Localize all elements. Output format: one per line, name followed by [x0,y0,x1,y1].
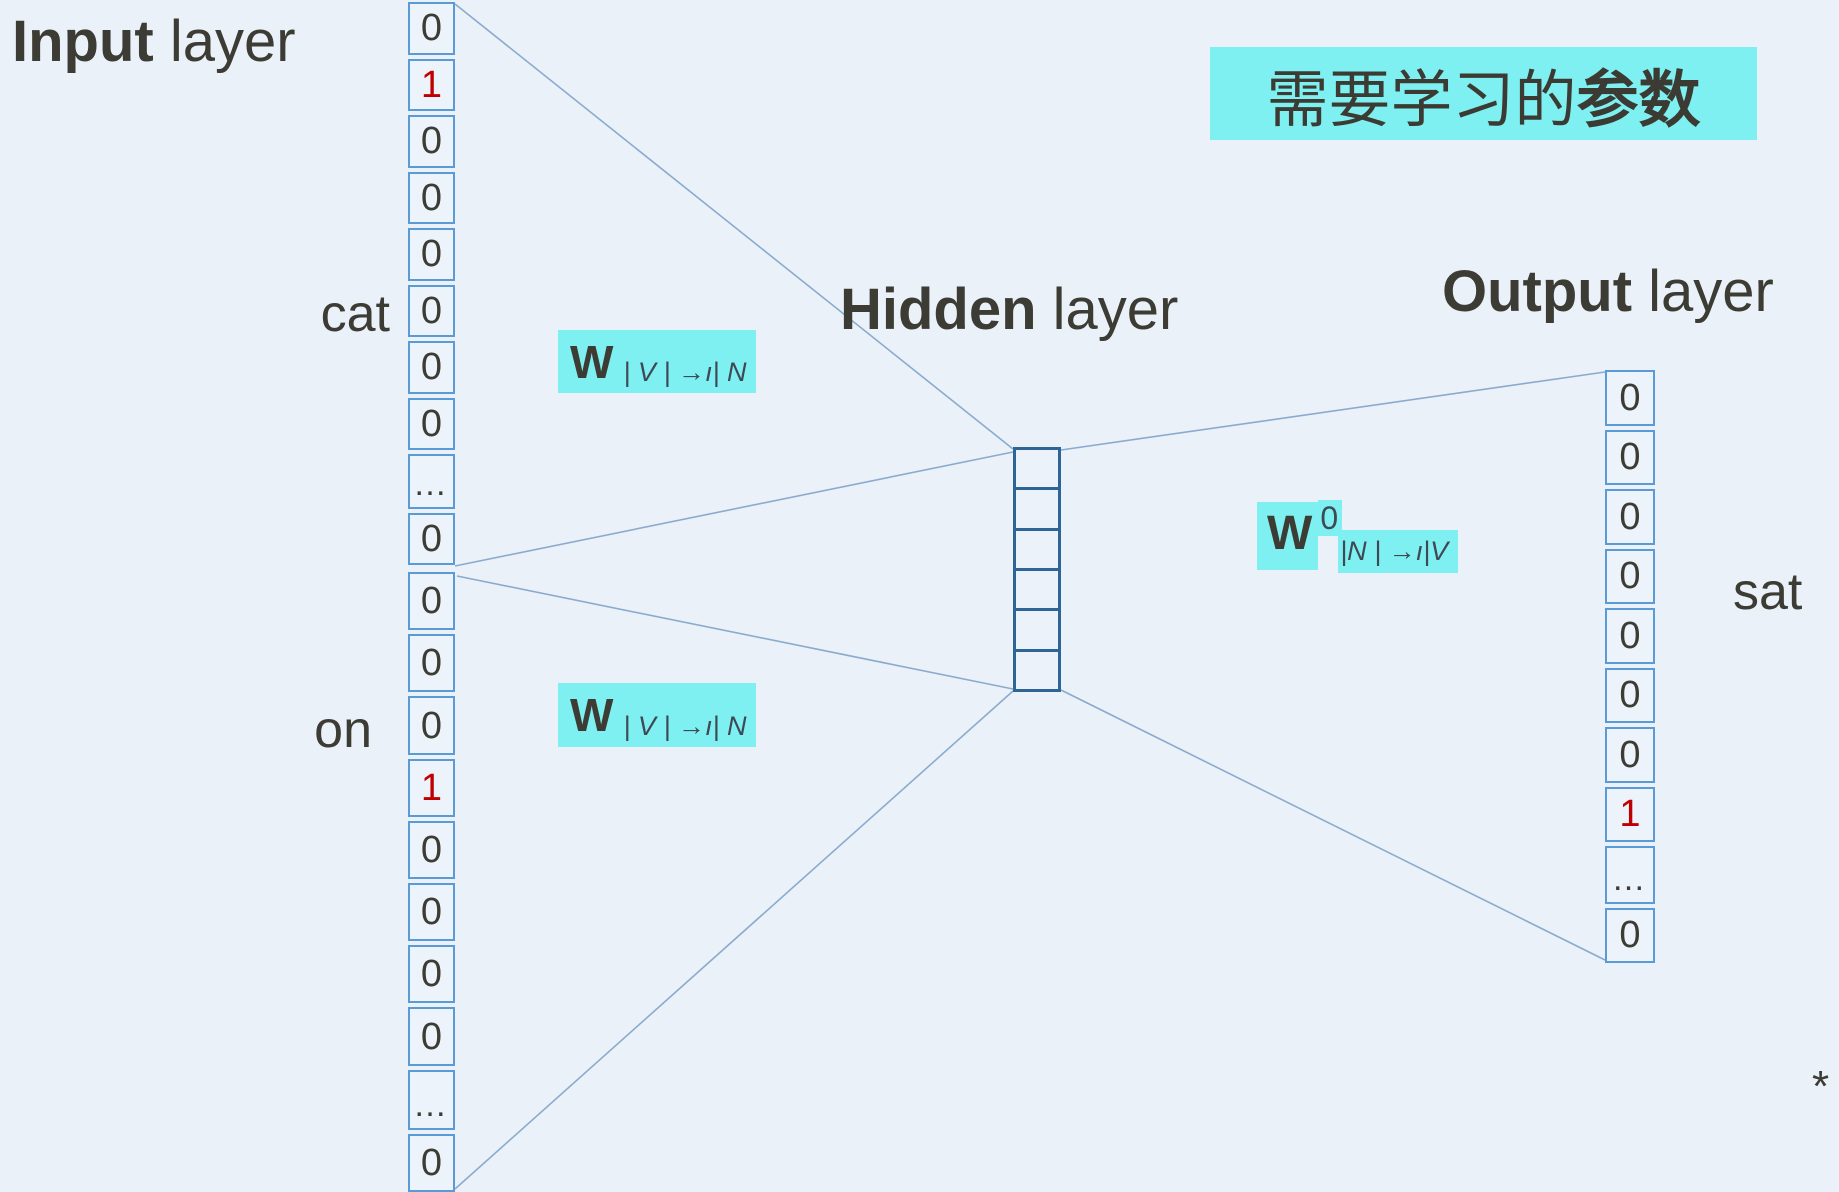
vector-cell: 1 [1605,786,1655,842]
vector-cell: 0 [1605,489,1655,545]
vector-cell: 0 [408,512,455,565]
weight-w-symbol: W [570,689,614,741]
output-layer-title-rest: layer [1632,259,1774,324]
banner-text-bold: 参数 [1576,65,1701,135]
input-layer-title: Input layer [12,8,296,75]
hidden-layer-vector [1013,447,1061,692]
vector-cell: 0 [1605,370,1655,426]
vector-cell: 0 [1605,548,1655,604]
vector-cell: 0 [408,341,455,394]
word-label-on: on [314,701,372,759]
vector-cell: 0 [408,945,455,1004]
vector-cell: 0 [408,820,455,880]
vector-cell: … [408,1069,455,1130]
vector-cell: 1 [408,758,455,817]
hidden-layer-title: Hidden layer [840,276,1178,343]
vector-cell [1013,608,1061,652]
vector-cell: 1 [408,58,455,111]
hidden-layer-title-rest: layer [1036,277,1179,342]
vector-cell: 0 [408,115,455,168]
vector-cell: 0 [408,696,455,755]
input-layer-title-rest: layer [153,9,296,74]
vector-cell: 0 [1605,667,1655,723]
vector-cell [1013,567,1061,612]
vector-cell: 0 [408,171,455,224]
banner-text: 需要学习的 [1266,65,1577,135]
vector-cell: … [1605,846,1655,904]
word-label-cat: cat [320,285,390,343]
weight-w-subscript: | V | →ı| N [623,357,747,387]
vector-cell [1013,648,1061,692]
input-layer-title-bold: Input [12,9,154,74]
weight-w-prime-subscript: |N | →ı|V [1338,530,1459,573]
vector-cell: 0 [1605,727,1655,783]
vector-cell: … [408,454,455,509]
vector-cell: 0 [408,228,455,281]
vector-cell: 0 [408,1133,455,1192]
parameters-banner: 需要学习的参数 [1210,47,1757,140]
output-layer-title-bold: Output [1442,259,1633,324]
weight-matrix-label-output: W 0 |N | →ı|V [1257,500,1459,573]
output-layer-title: Output layer [1442,258,1774,325]
hidden-layer-title-bold: Hidden [840,277,1037,342]
vector-cell: 0 [408,883,455,942]
vector-cell: 0 [408,1007,455,1066]
vector-cell: 0 [408,572,455,631]
vector-cell: 0 [1605,907,1655,963]
weight-w-symbol: W [570,335,614,388]
weight-matrix-label-top: W | V | →ı| N [558,330,757,393]
vector-cell: 0 [408,397,455,450]
vector-cell: 0 [1605,608,1655,664]
weight-w-prime-superscript: 0 [1318,500,1343,536]
word-label-sat: sat [1733,563,1803,621]
vector-cell: 0 [408,634,455,693]
vector-cell [1013,447,1061,491]
vector-cell [1013,527,1061,571]
weight-matrix-label-bottom: W | V | →ı| N [558,683,757,747]
weight-w-prime-symbol: W [1257,502,1319,570]
vector-cell [1013,487,1061,531]
vector-cell: 0 [408,2,455,55]
vector-cell: 0 [408,284,455,337]
footnote-asterisk: * [1812,1062,1830,1111]
weight-w-subscript: | V | →ı| N [623,710,747,741]
vector-cell: 0 [1605,429,1655,485]
